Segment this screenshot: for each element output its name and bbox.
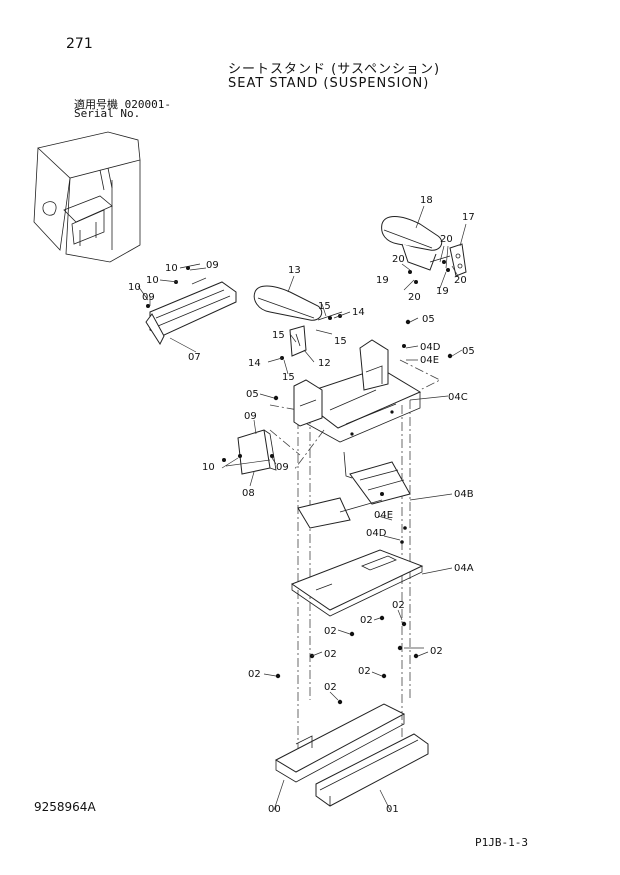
callout-19-a: 19	[376, 275, 389, 286]
callout-18: 18	[420, 195, 433, 206]
callout-04A: 04A	[454, 563, 474, 574]
callout-09-c: 09	[244, 411, 257, 422]
callout-02-g: 02	[358, 666, 371, 677]
callout-10-c: 10	[128, 282, 141, 293]
callout-09-b: 09	[142, 292, 155, 303]
callout-labels: 18 17 20 20 20 20 19 19 13 15 14 15 15 1…	[128, 195, 475, 815]
seat-rail	[145, 263, 237, 346]
callout-04E-a: 04E	[420, 355, 439, 366]
callout-19-b: 19	[436, 286, 449, 297]
callout-02-c: 02	[324, 626, 337, 637]
callout-08: 08	[242, 488, 255, 499]
callout-02-f: 02	[248, 669, 261, 680]
callout-13: 13	[288, 265, 301, 276]
callout-20-a: 20	[440, 234, 453, 245]
callout-05-a: 05	[422, 314, 435, 325]
callout-14-b: 14	[248, 358, 261, 369]
suspension-lever-assembly	[297, 451, 411, 529]
serial-label-japanese: 適用号機 020001-	[74, 98, 171, 111]
callout-02-h: 02	[324, 682, 337, 693]
callout-10-d: 10	[202, 462, 215, 473]
bracket	[222, 429, 277, 475]
right-armrest	[381, 216, 467, 284]
callout-15-c: 15	[272, 330, 285, 341]
callout-02-b: 02	[360, 615, 373, 626]
title-english: SEAT STAND (SUSPENSION)	[228, 76, 430, 91]
callout-12: 12	[318, 358, 331, 369]
callout-04E-b: 04E	[374, 510, 393, 521]
callout-05-c: 05	[246, 389, 259, 400]
callout-01: 01	[386, 804, 399, 815]
callout-04B: 04B	[454, 489, 474, 500]
serial-label-english: Serial No.	[74, 107, 141, 120]
cab-locator-thumbnail	[33, 131, 141, 263]
sheet-code: P1JB-1-3	[475, 836, 528, 849]
seat-stand-upper	[293, 339, 422, 443]
drawing-number: 9258964A	[34, 800, 96, 814]
callout-02-d: 02	[430, 646, 443, 657]
callout-20-c: 20	[408, 292, 421, 303]
suspension-base-plate	[290, 526, 424, 617]
callout-04D-b: 04D	[366, 528, 387, 539]
callout-15-b: 15	[334, 336, 347, 347]
callout-07: 07	[188, 352, 201, 363]
base-frames	[274, 703, 429, 807]
callout-10-a: 10	[165, 263, 178, 274]
callout-02-a: 02	[392, 600, 405, 611]
callout-09-d: 09	[276, 462, 289, 473]
callout-15-d: 15	[282, 372, 295, 383]
left-armrest	[253, 285, 343, 360]
callout-10-b: 10	[146, 275, 159, 286]
page-number: 271	[66, 36, 93, 52]
callout-05-b: 05	[462, 346, 475, 357]
callout-04C: 04C	[448, 392, 468, 403]
callout-02-e: 02	[324, 649, 337, 660]
callout-09-a: 09	[206, 260, 219, 271]
callout-14-a: 14	[352, 307, 365, 318]
callout-20-b: 20	[392, 254, 405, 265]
callout-20-d: 20	[454, 275, 467, 286]
callout-04D-a: 04D	[420, 342, 441, 353]
callout-15-a: 15	[318, 301, 331, 312]
alignment-lines	[269, 359, 441, 760]
title-japanese: シートスタンド (サスペンション)	[228, 62, 441, 77]
callout-00: 00	[268, 804, 281, 815]
bolts	[273, 319, 453, 705]
callout-17: 17	[462, 212, 475, 223]
leader-lines	[137, 205, 467, 811]
